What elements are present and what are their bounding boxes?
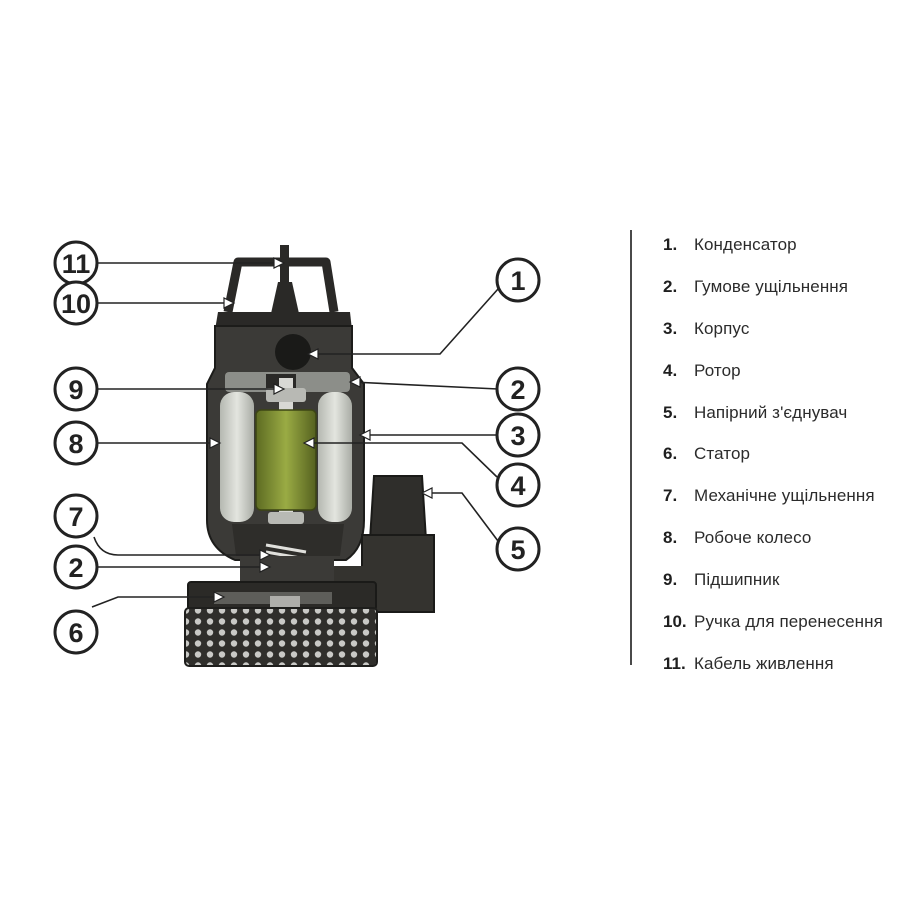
legend-item: 8. Робоче колесо [663, 517, 898, 559]
svg-text:4: 4 [510, 471, 525, 501]
callout-badge-6: 6 [53, 609, 99, 655]
callout-badge-9: 9 [53, 366, 99, 412]
callout-badge-10: 10 [53, 280, 99, 326]
callout-badge-2-left: 2 [53, 544, 99, 590]
svg-text:1: 1 [510, 266, 525, 296]
power-cable [280, 245, 289, 315]
legend-divider [630, 230, 632, 665]
legend-item: 3. Корпус [663, 308, 898, 350]
svg-text:11: 11 [62, 249, 91, 279]
svg-text:2: 2 [68, 553, 83, 583]
legend-item: 10. Ручка для перенесення [663, 601, 898, 643]
capacitor [275, 334, 311, 370]
legend-item: 6. Статор [663, 433, 898, 475]
legend-number: 11. [663, 653, 686, 673]
legend-number: 2. [663, 276, 678, 296]
legend-label: Робоче колесо [694, 528, 812, 548]
callout-badge-8: 8 [53, 420, 99, 466]
callout-badge-4: 4 [495, 462, 541, 508]
legend-label: Корпус [694, 318, 750, 338]
legend-label: Кабель живлення [694, 653, 834, 673]
callout-badge-3: 3 [495, 412, 541, 458]
legend-label: Напірний з'єднувач [694, 402, 848, 422]
legend-label: Статор [694, 444, 751, 464]
legend-item: 4. Ротор [663, 350, 898, 392]
legend-number: 3. [663, 318, 678, 338]
legend-number: 7. [663, 486, 678, 506]
legend-item: 9. Підшипник [663, 559, 898, 601]
callout-badge-7: 7 [53, 493, 99, 539]
stator-left [220, 392, 254, 522]
legend-number: 8. [663, 528, 678, 548]
stator-right [318, 392, 352, 522]
callout-badge-2-right: 2 [495, 366, 541, 412]
callout-badge-5: 5 [495, 526, 541, 572]
leader-lines [91, 262, 499, 608]
svg-text:7: 7 [68, 502, 83, 532]
svg-text:5: 5 [510, 535, 525, 565]
legend-item: 5. Напірний з'єднувач [663, 392, 898, 434]
svg-text:8: 8 [68, 429, 83, 459]
outlet-connector [368, 475, 428, 541]
svg-text:2: 2 [510, 375, 525, 405]
legend-label: Ротор [694, 360, 741, 380]
cable-gland [270, 282, 300, 318]
legend-label: Підшипник [694, 570, 780, 590]
arrowheads [209, 257, 433, 603]
parts-legend: 1. Конденсатор 2. Гумове ущільнення 3. Корп… [663, 224, 898, 685]
legend-label: Гумове ущільнення [694, 276, 849, 296]
legend-label: Конденсатор [694, 234, 797, 254]
legend-number: 10. [663, 611, 687, 631]
legend-item: 7. Механічне ущільнення [663, 475, 898, 517]
legend-number: 9. [663, 570, 678, 590]
legend-number: 6. [663, 444, 678, 464]
legend-number: 4. [663, 360, 678, 380]
svg-text:3: 3 [510, 421, 525, 451]
rotor [255, 409, 317, 511]
svg-text:9: 9 [68, 375, 83, 405]
legend-item: 2. Гумове ущільнення [663, 266, 898, 308]
legend-number: 1. [663, 234, 678, 254]
callout-badge-1: 1 [495, 257, 541, 303]
legend-label: Механічне ущільнення [694, 486, 875, 506]
svg-text:6: 6 [68, 618, 83, 648]
legend-item: 1. Конденсатор [663, 224, 898, 266]
svg-text:10: 10 [61, 289, 91, 319]
strainer-grill [184, 607, 378, 667]
bearing [266, 388, 306, 402]
legend-number: 5. [663, 402, 678, 422]
callout-badge-11: 11 [53, 240, 99, 286]
pump-illustration [184, 245, 435, 667]
legend-label: Ручка для перенесення [694, 611, 883, 631]
legend-item: 11. Кабель живлення [663, 643, 898, 685]
